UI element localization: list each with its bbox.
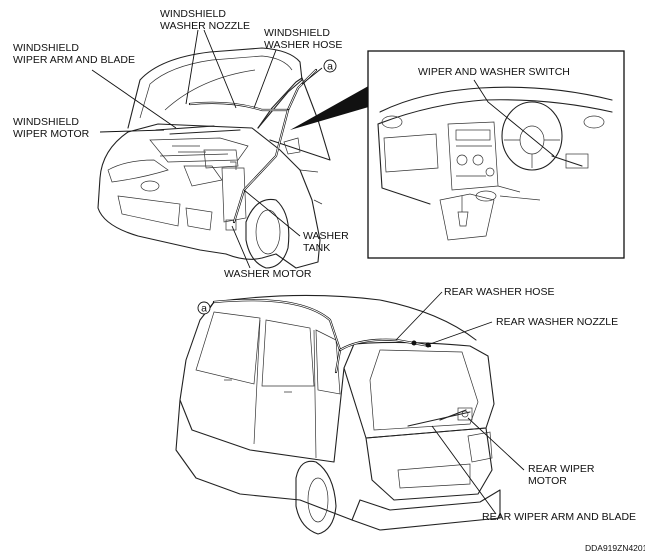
inset-callout-wedge	[290, 84, 372, 130]
label-windshield-washer-nozzle: WINDSHIELD WASHER NOZZLE	[160, 8, 250, 32]
connection-marker-rear-text: a	[201, 303, 207, 315]
label-windshield-wiper-motor: WINDSHIELD WIPER MOTOR	[13, 116, 90, 140]
label-rear-wiper-motor: REAR WIPER MOTOR	[528, 463, 597, 487]
label-washer-motor: WASHER MOTOR	[224, 268, 312, 280]
leader-lines	[91, 29, 555, 515]
rear-vehicle-illustration	[175, 294, 501, 535]
label-windshield-wiper-arm-blade: WINDSHIELD WIPER ARM AND BLADE	[13, 42, 135, 66]
front-washer-hose	[188, 68, 318, 224]
label-rear-washer-hose: REAR WASHER HOSE	[444, 286, 554, 298]
connection-marker-front-text: a	[327, 61, 333, 73]
label-windshield-washer-hose: WINDSHIELD WASHER HOSE	[264, 27, 342, 51]
front-vehicle-illustration	[97, 47, 331, 269]
label-washer-tank: WASHER TANK	[303, 230, 352, 254]
label-rear-wiper-arm-blade: REAR WIPER ARM AND BLADE	[482, 511, 636, 523]
figure-code: DDA919ZN4201	[585, 543, 645, 553]
label-rear-washer-nozzle: REAR WASHER NOZZLE	[496, 316, 618, 328]
dashboard-inset	[367, 50, 625, 259]
label-wiper-washer-switch: WIPER AND WASHER SWITCH	[418, 66, 570, 78]
rear-washer-hose	[212, 299, 432, 374]
connection-marker-front: a	[323, 59, 337, 73]
connection-marker-rear: a	[197, 301, 211, 315]
